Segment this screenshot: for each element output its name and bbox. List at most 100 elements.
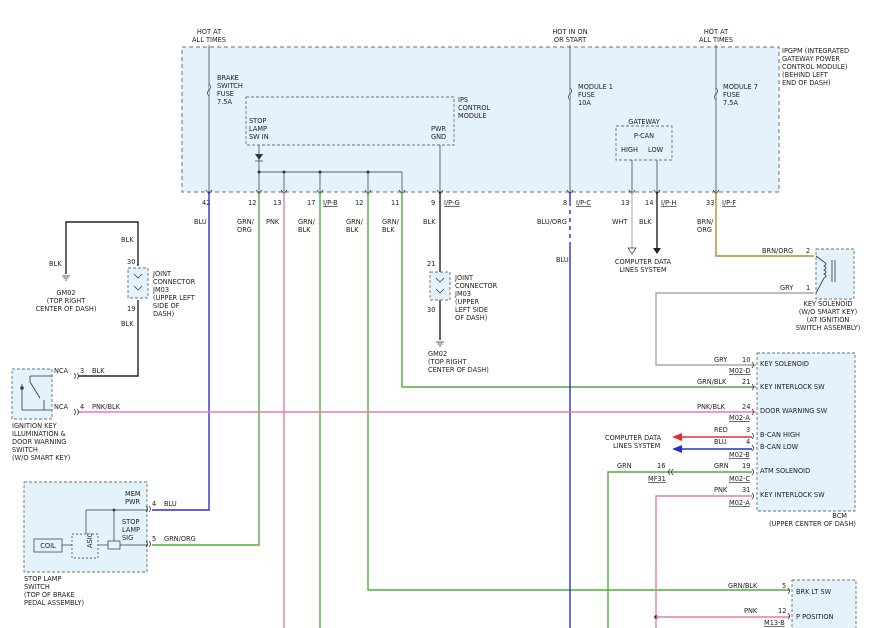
svg-text:DASH): DASH) xyxy=(153,310,174,318)
ign-connector-icons xyxy=(73,372,79,416)
svg-text:31: 31 xyxy=(742,486,750,494)
mid-pin-30: 30 xyxy=(427,306,435,314)
can-low-label: LOW xyxy=(648,146,664,154)
hot-label-brake-2: ALL TIMES xyxy=(192,36,226,44)
left-joint-connector-label: JOINT CONNECTOR JM03 (UPPER LEFT SIDE OF… xyxy=(152,270,196,318)
svg-text:SWITCH ASSEMBLY): SWITCH ASSEMBLY) xyxy=(796,324,861,332)
svg-text:LEFT SIDE: LEFT SIDE xyxy=(455,306,488,314)
hot-label-module7: HOT AT xyxy=(704,28,729,36)
svg-text:CONTROL: CONTROL xyxy=(458,104,491,112)
diode-icon xyxy=(255,154,263,160)
ipgpm-label: IPGPM (INTEGRATED GATEWAY POWER CONTROL … xyxy=(782,47,849,87)
svg-text:SWITCH: SWITCH xyxy=(217,82,243,90)
svg-text:DOOR WARNING SW: DOOR WARNING SW xyxy=(760,407,828,415)
key-solenoid-label: KEY SOLENOID (W/O SMART KEY) (AT IGNITIO… xyxy=(796,300,861,332)
svg-text:12: 12 xyxy=(355,199,363,207)
stop-lamp-pin-5: 5 xyxy=(152,535,156,543)
hot-label-module1: HOT IN ON xyxy=(552,28,587,36)
svg-text:FUSE: FUSE xyxy=(723,91,740,99)
bottom-pin-5: 5 xyxy=(782,582,786,590)
computer-data-lines-1b: LINES SYSTEM xyxy=(619,266,667,274)
svg-text:FUSE: FUSE xyxy=(578,91,595,99)
svg-text:KEY SOLENOID: KEY SOLENOID xyxy=(804,300,853,308)
svg-text:(AT IGNITION: (AT IGNITION xyxy=(807,316,850,324)
svg-text:7.5A: 7.5A xyxy=(723,99,738,107)
svg-text:10A: 10A xyxy=(578,99,591,107)
svg-text:42: 42 xyxy=(202,199,210,207)
key-solenoid-pin-2: 2 xyxy=(806,247,810,255)
computer-data-lines-1a: COMPUTER DATA xyxy=(615,258,672,266)
stop-lamp-grn-org: GRN/ORG xyxy=(164,535,196,543)
ign-nca-2: NCA xyxy=(54,403,69,411)
ips-pwr-gnd-label: PWR GND xyxy=(431,125,446,141)
svg-text:MEM: MEM xyxy=(125,490,141,498)
wire-grn-blk-12 xyxy=(367,192,790,591)
wire-label-blk-2: BLK xyxy=(639,218,652,226)
svg-text:GND: GND xyxy=(431,133,446,141)
mid-joint-connector-label: JOINT CONNECTOR JM03 (UPPER LEFT SIDE OF… xyxy=(454,274,498,322)
svg-text:CENTER OF DASH): CENTER OF DASH) xyxy=(36,305,97,313)
svg-text:MODULE 1: MODULE 1 xyxy=(578,83,613,91)
bcm-label: BCM (UPPER CENTER OF DASH) xyxy=(769,512,856,528)
svg-text:MODULE 7: MODULE 7 xyxy=(723,83,758,91)
svg-text:I/P-G: I/P-G xyxy=(444,199,460,207)
svg-text:M02-A: M02-A xyxy=(729,414,750,422)
svg-text:ATM SOLENOID: ATM SOLENOID xyxy=(760,467,810,475)
svg-text:8: 8 xyxy=(563,199,567,207)
svg-text:PWR: PWR xyxy=(125,498,140,506)
left-blk-top: BLK xyxy=(121,236,134,244)
bcm-rows: GRY 10 KEY SOLENOID M02-D GRN/BLK 21 KEY… xyxy=(697,356,828,507)
wire-label-grn-blk-2: GRN/ xyxy=(346,218,364,226)
stop-lamp-pin-4: 4 xyxy=(152,500,156,508)
svg-text:CONNECTOR: CONNECTOR xyxy=(455,282,498,290)
svg-text:RED: RED xyxy=(714,426,728,434)
svg-text:12: 12 xyxy=(248,199,256,207)
svg-text:PNK/BLK: PNK/BLK xyxy=(697,403,726,411)
left-joint-connector-box xyxy=(127,267,149,299)
svg-text:ILLUMINATION &: ILLUMINATION & xyxy=(12,430,66,438)
mid-joint-connector-box xyxy=(429,271,451,301)
svg-text:I/P-H: I/P-H xyxy=(661,199,676,207)
svg-text:(BEHIND LEFT: (BEHIND LEFT xyxy=(782,71,829,79)
module7-fuse-icon xyxy=(714,87,718,101)
svg-text:(TOP RIGHT: (TOP RIGHT xyxy=(428,358,467,366)
ground-icon xyxy=(62,275,70,281)
wire-label-pnk: PNK xyxy=(266,218,280,226)
bcm-pin-16: 16 xyxy=(657,462,665,470)
svg-text:STOP LAMP: STOP LAMP xyxy=(24,575,62,583)
left-pin-19: 19 xyxy=(127,305,135,313)
svg-text:9: 9 xyxy=(431,199,435,207)
svg-text:JOINT: JOINT xyxy=(152,270,172,278)
svg-text:PWR: PWR xyxy=(431,125,446,133)
gateway-box xyxy=(615,125,673,161)
svg-text:GRN/BLK: GRN/BLK xyxy=(697,378,727,386)
gateway-label: GATEWAY xyxy=(628,118,660,126)
stop-lamp-blu: BLU xyxy=(164,500,177,508)
wire-label-grn-blk-1b: BLK xyxy=(298,226,311,234)
svg-text:LAMP: LAMP xyxy=(122,526,140,534)
wire-grn-atm xyxy=(607,471,752,628)
ign-pin-3: 3 xyxy=(80,367,84,375)
ign-nca-1: NCA xyxy=(54,367,69,375)
ipgpm-connector-labels: I/P-B I/P-G I/P-C I/P-H I/P-F xyxy=(323,199,736,207)
brake-switch-fuse-icon xyxy=(207,83,211,97)
wire-label-blu: BLU xyxy=(194,218,207,226)
svg-text:KEY INTERLOCK SW: KEY INTERLOCK SW xyxy=(760,383,825,391)
module1-fuse-label: MODULE 1 FUSE 10A xyxy=(578,83,613,107)
module1-fuse-icon xyxy=(568,87,572,101)
wire-gry-key-solenoid xyxy=(655,292,814,366)
svg-text:PNK: PNK xyxy=(714,486,728,494)
svg-text:GRY: GRY xyxy=(714,356,728,364)
svg-text:SIG: SIG xyxy=(122,534,133,542)
stop-lamp-sig: STOP LAMP SIG xyxy=(122,518,140,542)
coil-block xyxy=(33,538,63,553)
p-position-label: P POSITION xyxy=(796,613,834,621)
svg-text:BRAKE: BRAKE xyxy=(217,74,239,82)
left-blk-left: BLK xyxy=(49,260,62,268)
coil-icon xyxy=(815,255,836,294)
computer-data-lines-2b: LINES SYSTEM xyxy=(613,442,661,450)
asic-label: ASIC xyxy=(86,532,94,548)
svg-text:SWITCH: SWITCH xyxy=(12,446,38,454)
svg-text:CONTROL MODULE): CONTROL MODULE) xyxy=(782,63,848,71)
